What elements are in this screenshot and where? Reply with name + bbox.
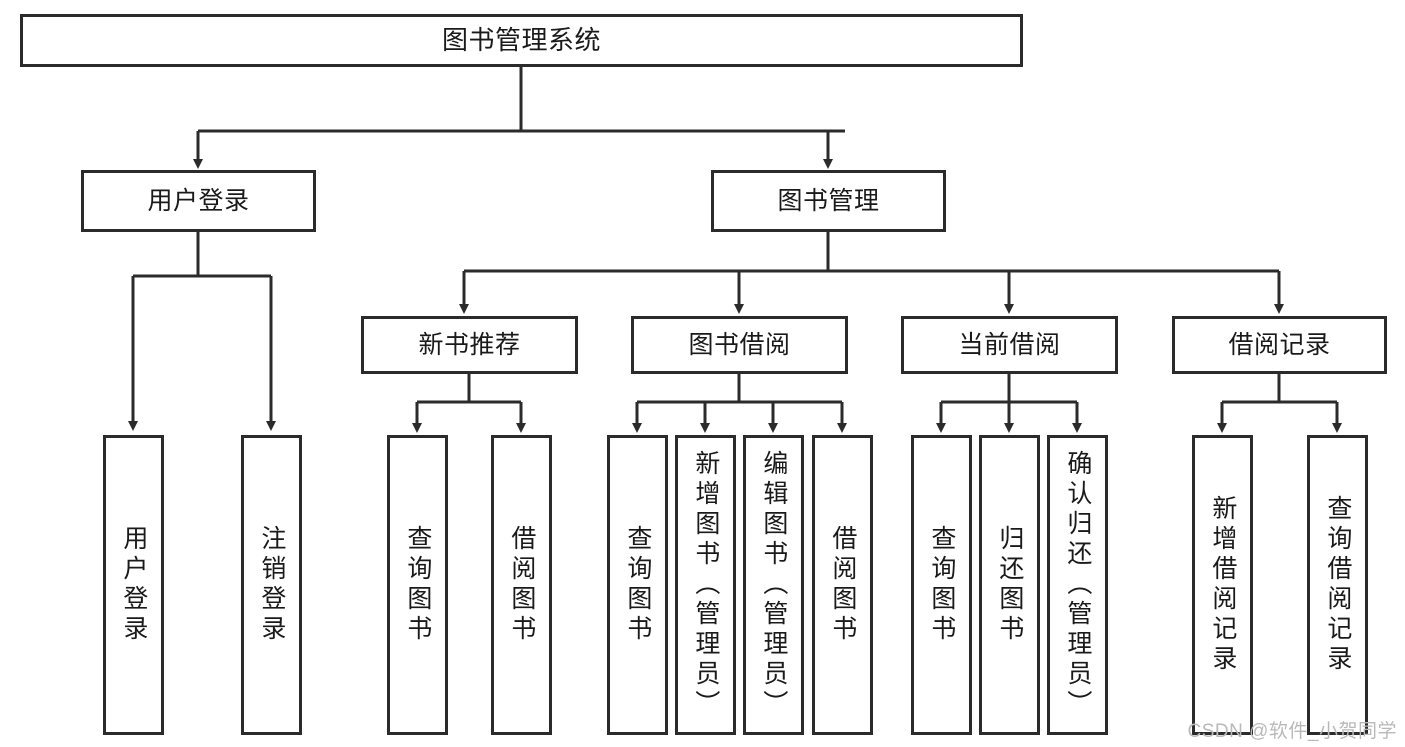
leaf-current-confirm-return-admin[interactable]: 确认归还（管理员） — [1047, 435, 1108, 735]
node-book-management[interactable]: 图书管理 — [711, 170, 946, 232]
node-label: 借阅图书 — [507, 525, 536, 645]
leaf-user-login-login[interactable]: 用户登录 — [103, 435, 164, 735]
node-label: 新增借阅记录 — [1208, 495, 1237, 675]
csdn-watermark: CSDN @软件_小贺同学 — [1187, 721, 1397, 742]
leaf-recommend-borrow-book[interactable]: 借阅图书 — [491, 435, 552, 735]
node-label: 查询图书 — [927, 525, 956, 645]
node-label: 图书管理 — [777, 187, 880, 215]
leaf-current-return-book[interactable]: 归还图书 — [979, 435, 1040, 735]
node-label: 新增图书（管理员） — [691, 450, 720, 720]
node-borrow-record[interactable]: 借阅记录 — [1172, 316, 1387, 374]
node-book-borrow[interactable]: 图书借阅 — [631, 316, 848, 374]
node-label: 借阅图书 — [828, 525, 857, 645]
node-user-login[interactable]: 用户登录 — [81, 170, 316, 232]
node-label: 图书管理系统 — [441, 24, 601, 55]
node-label: 图书借阅 — [688, 331, 791, 359]
leaf-recommend-query-book[interactable]: 查询图书 — [387, 435, 448, 735]
leaf-borrow-add-book-admin[interactable]: 新增图书（管理员） — [675, 435, 736, 735]
leaf-borrow-borrow-book[interactable]: 借阅图书 — [812, 435, 873, 735]
node-current-borrow[interactable]: 当前借阅 — [901, 316, 1118, 374]
node-label: 用户登录 — [119, 525, 148, 645]
node-label: 借阅记录 — [1228, 331, 1331, 359]
node-label: 用户登录 — [147, 187, 250, 215]
node-label: 查询图书 — [623, 525, 652, 645]
node-label: 注销登录 — [257, 525, 286, 645]
leaf-borrow-query-book[interactable]: 查询图书 — [607, 435, 668, 735]
leaf-current-query-book[interactable]: 查询图书 — [911, 435, 972, 735]
node-new-book-recommend[interactable]: 新书推荐 — [361, 316, 578, 374]
leaf-user-login-logout[interactable]: 注销登录 — [241, 435, 302, 735]
leaf-record-query-record[interactable]: 查询借阅记录 — [1307, 435, 1368, 735]
node-label: 当前借阅 — [958, 331, 1061, 359]
node-label: 确认归还（管理员） — [1063, 450, 1092, 720]
node-label: 新书推荐 — [418, 331, 521, 359]
node-label: 归还图书 — [995, 525, 1024, 645]
node-label: 编辑图书（管理员） — [759, 450, 788, 720]
node-label: 查询图书 — [403, 525, 432, 645]
leaf-borrow-edit-book-admin[interactable]: 编辑图书（管理员） — [743, 435, 804, 735]
leaf-record-add-record[interactable]: 新增借阅记录 — [1192, 435, 1253, 735]
node-root-system[interactable]: 图书管理系统 — [20, 14, 1023, 67]
node-label: 查询借阅记录 — [1323, 495, 1352, 675]
